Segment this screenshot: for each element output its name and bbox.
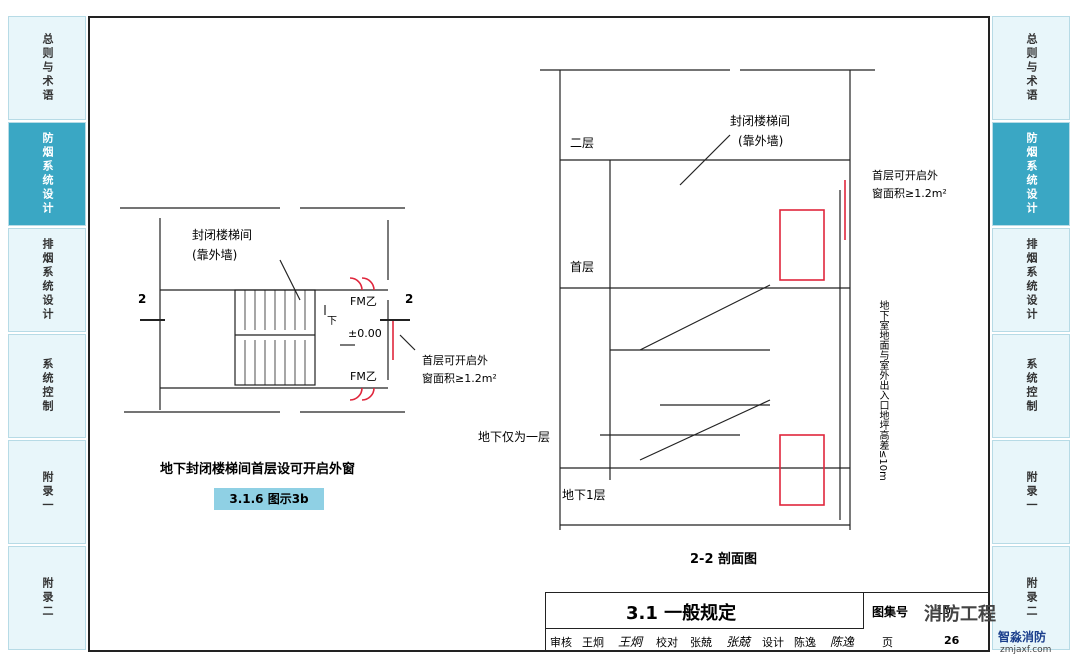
section-height-note: 地下室地面与室外出入口地坪高差≤10m (877, 300, 888, 481)
title-block-design-sign: 陈逸 (830, 635, 855, 649)
side-tab-label: 系统控制 (1025, 358, 1038, 414)
side-tab[interactable]: 排烟系统设计 (992, 228, 1070, 332)
plan-door-top: FM乙 (350, 295, 377, 308)
section-window-line2: 窗面积≥1.2m² (872, 187, 947, 200)
side-tab-label: 总则与术语 (1025, 33, 1038, 103)
section-floor-1: 首层 (570, 260, 595, 274)
title-block-check-sign: 张兢 (726, 635, 751, 649)
title-block-review-sign: 王炯 (618, 635, 643, 649)
plan-window-line1: 首层可开启外 (422, 354, 488, 367)
section-window-line1: 首层可开启外 (872, 169, 938, 182)
title-block: 3.1 一般规定 图集号 15 审核 王炯 王炯 校对 张兢 张兢 设计 陈逸 … (545, 592, 990, 652)
side-tab-label: 排烟系统设计 (1025, 238, 1038, 322)
title-block-review-name: 王炯 (582, 636, 604, 649)
title-block-tuji-value: 15 (936, 603, 952, 617)
side-tab-label: 防烟系统设计 (1025, 132, 1038, 216)
plan-badge: 3.1.6 图示3b (214, 488, 324, 510)
plan-section-right: 2 (405, 292, 414, 306)
watermark-brand: 消防工程 (924, 604, 996, 625)
side-tab[interactable]: 排烟系统设计 (8, 228, 86, 332)
section-floor-b1: 地下1层 (562, 488, 606, 502)
side-tab-label: 附录一 (41, 471, 54, 513)
side-tab-label: 总则与术语 (41, 33, 54, 103)
drawing-frame (88, 16, 990, 652)
watermark-site-url: zmjaxf.com (1000, 645, 1052, 655)
section-label-enclosed: 封闭楼梯间 (730, 114, 791, 128)
side-tab[interactable]: 附录一 (8, 440, 86, 544)
title-block-check-label: 校对 (656, 636, 678, 649)
side-tab[interactable]: 总则与术语 (8, 16, 86, 120)
plan-door-bottom: FM乙 (350, 370, 377, 383)
title-block-check-name: 张兢 (690, 636, 712, 649)
title-block-title: 3.1 一般规定 (626, 603, 737, 624)
side-tab[interactable]: 附录二 (8, 546, 86, 650)
plan-level: ±0.00 (348, 327, 382, 340)
title-block-tuji-label: 图集号 (872, 605, 909, 619)
side-tab-label: 附录一 (1025, 471, 1038, 513)
side-tab[interactable]: 防烟系统设计 (992, 122, 1070, 226)
section-note-basement: 地下仅为一层 (478, 430, 551, 444)
section-floor-2: 二层 (570, 136, 595, 150)
title-block-design-name: 陈逸 (794, 636, 816, 649)
side-tab-label: 排烟系统设计 (41, 238, 54, 322)
plan-window-line2: 窗面积≥1.2m² (422, 372, 497, 385)
stair-plan-drawing (120, 207, 416, 413)
side-tab-label: 附录二 (1025, 577, 1038, 619)
title-block-page-value: 26 (944, 634, 960, 647)
stair-section-drawing (540, 69, 875, 530)
side-tab-label: 附录二 (41, 577, 54, 619)
title-block-design-label: 设计 (762, 636, 784, 649)
plan-label-enclosed: 封闭楼梯间 (192, 228, 253, 242)
side-tab[interactable]: 附录二 (992, 546, 1070, 650)
side-tab[interactable]: 附录一 (992, 440, 1070, 544)
side-tab[interactable]: 总则与术语 (992, 16, 1070, 120)
plan-section-left: 2 (138, 292, 147, 306)
section-label-wall: (靠外墙) (738, 134, 784, 148)
section-caption: 2-2 剖面图 (690, 552, 758, 567)
plan-label-wall: (靠外墙) (192, 248, 238, 262)
plan-down-label: 下 (327, 316, 337, 327)
side-tab-label: 防烟系统设计 (41, 132, 54, 216)
title-block-page-label: 页 (882, 636, 893, 649)
watermark-site-name: 智淼消防 (998, 630, 1047, 644)
side-tab-label: 系统控制 (41, 358, 54, 414)
title-block-review-label: 审核 (550, 636, 572, 649)
side-tab[interactable]: 系统控制 (992, 334, 1070, 438)
side-tab[interactable]: 系统控制 (8, 334, 86, 438)
side-tab[interactable]: 防烟系统设计 (8, 122, 86, 226)
plan-caption: 地下封闭楼梯间首层设可开启外窗 (160, 462, 356, 477)
